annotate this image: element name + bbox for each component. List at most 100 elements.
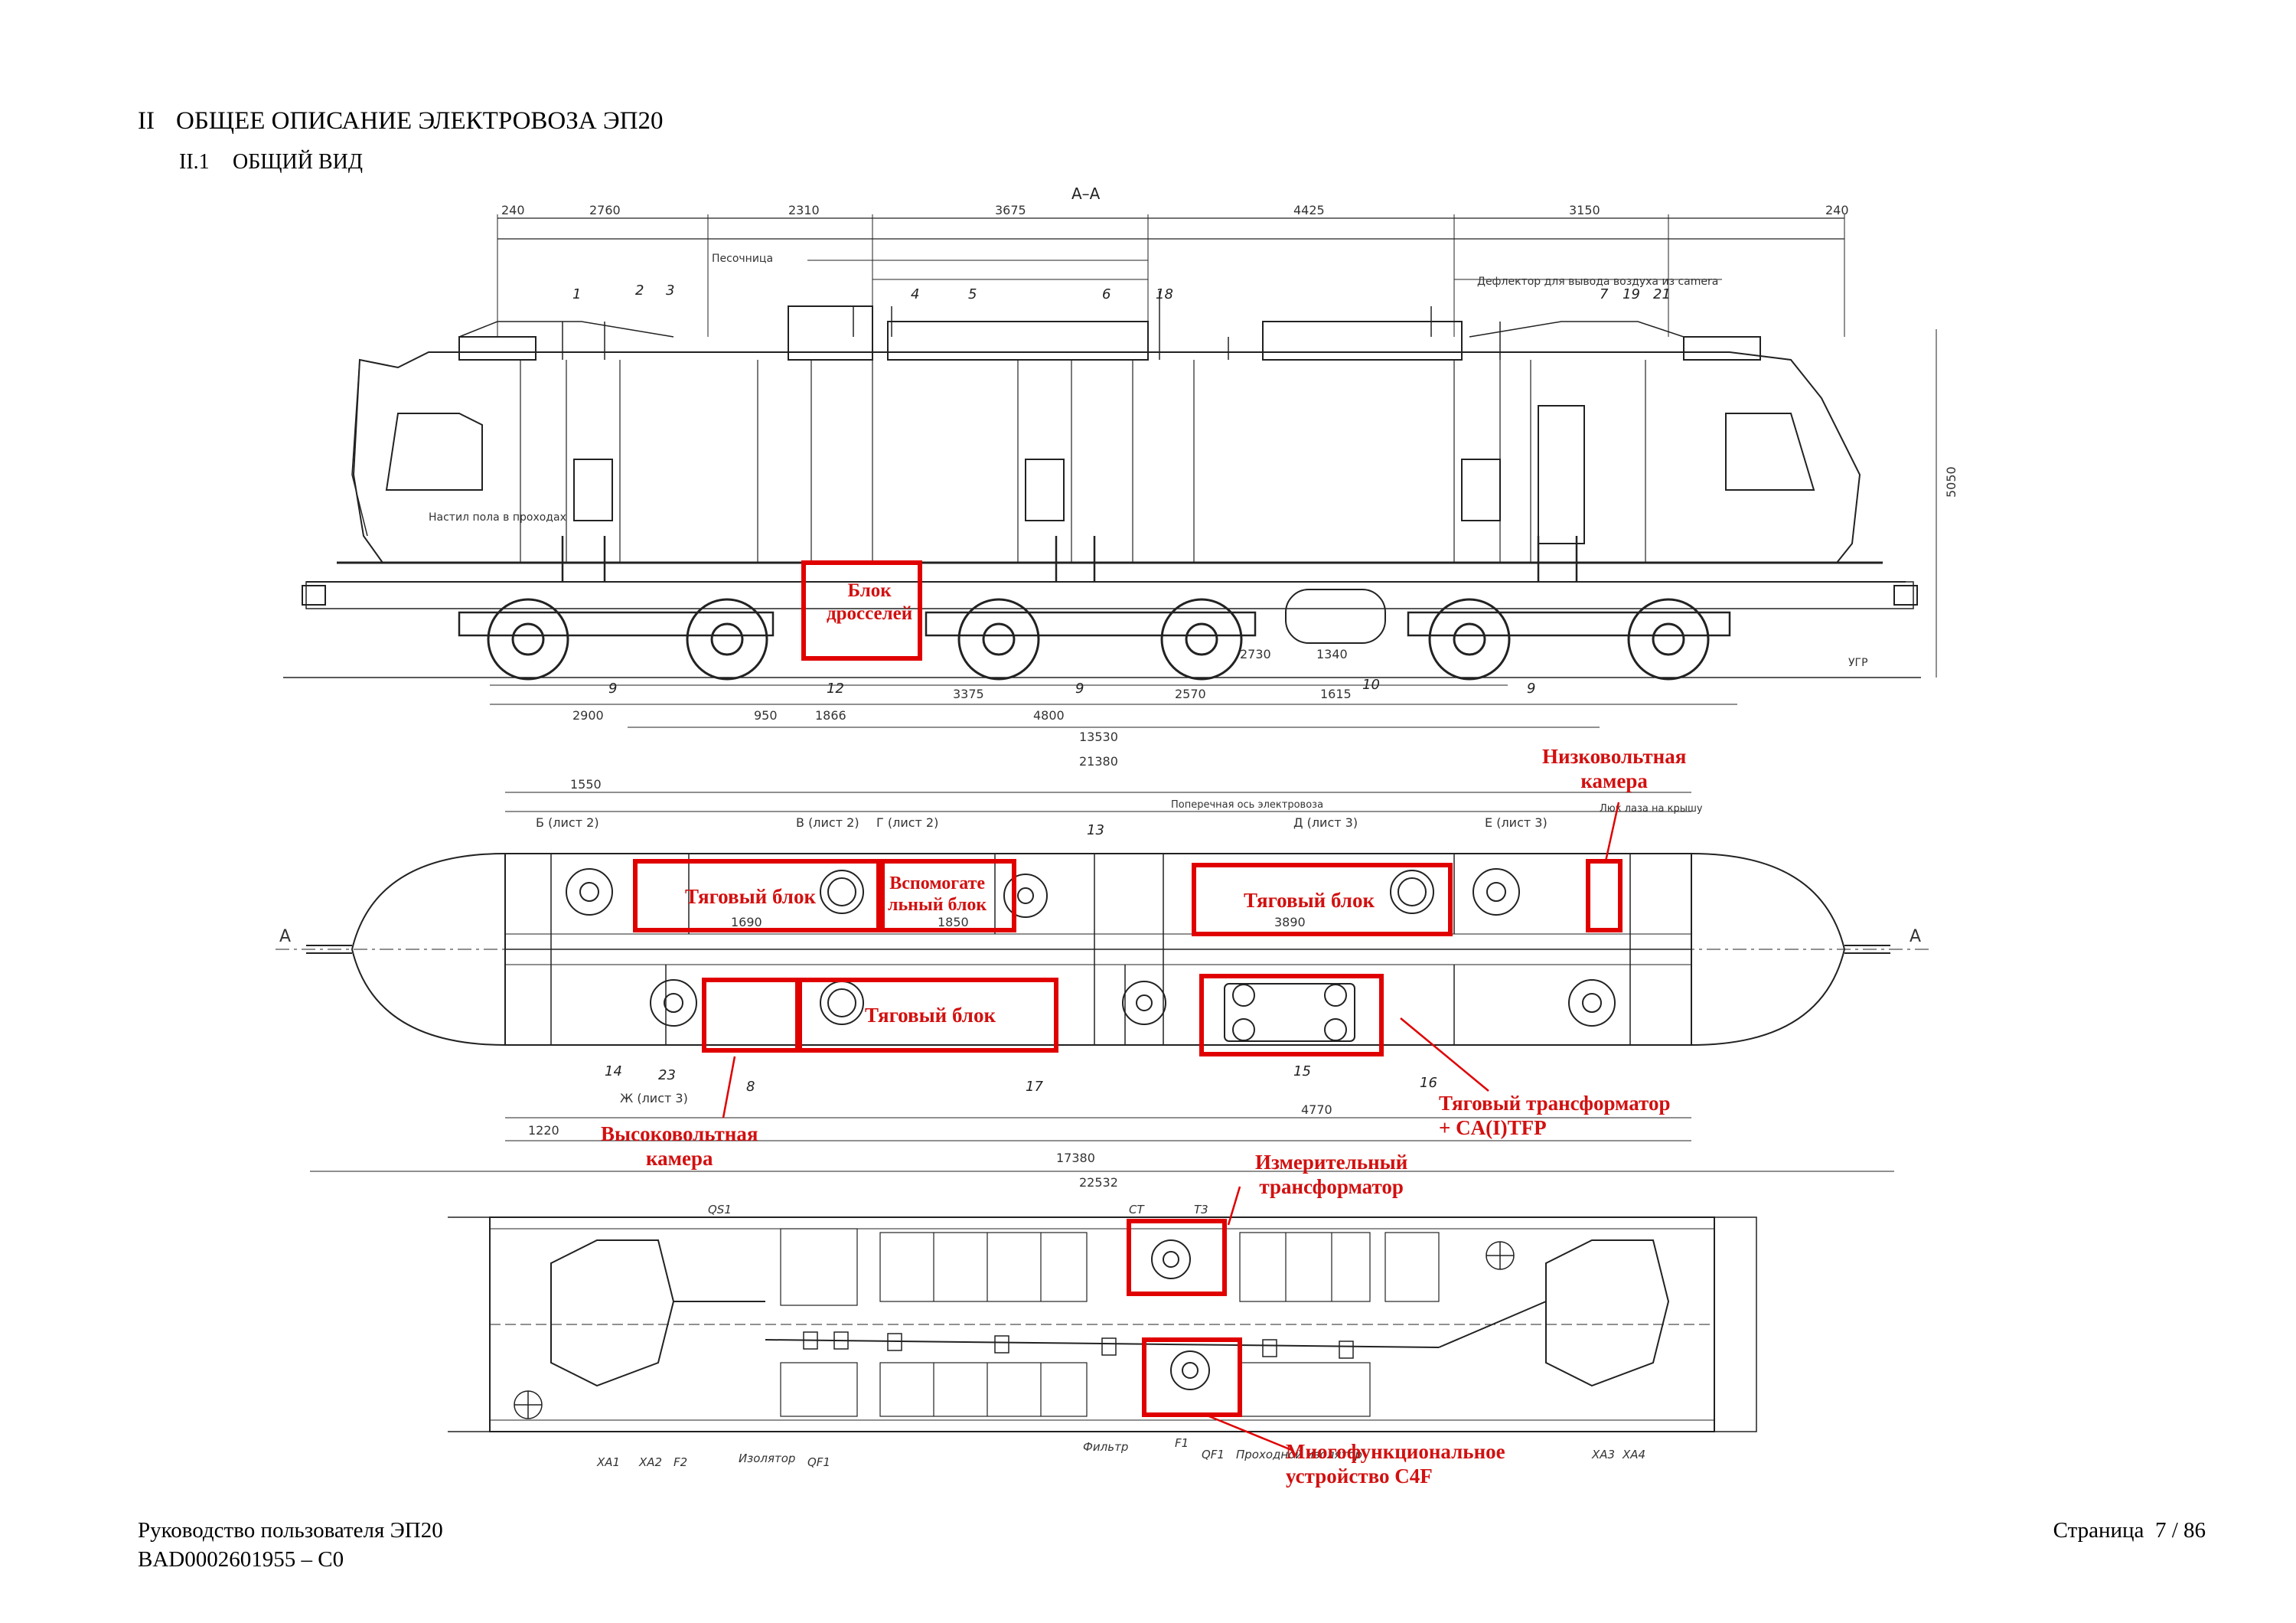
- part-number: 16: [1420, 1075, 1437, 1091]
- note-floor: Настил пола в проходах: [429, 511, 566, 524]
- callout-traction-1: Тяговый блок: [685, 885, 817, 908]
- dim-height: 5050: [1944, 466, 1958, 498]
- note-cross-axis: Поперечная ось электровоза: [1171, 799, 1323, 811]
- roof-view-labels: QS1 XA1 XA2 F2 QF1 CT T3 F1 XA3 XA4 QF1 …: [596, 1203, 1645, 1469]
- view-label-g: Г (лист 2): [876, 815, 938, 830]
- note-hatch: Люк лаза на крышу: [1600, 803, 1703, 815]
- equip-label: XA3: [1591, 1448, 1615, 1461]
- dim-3890: 3890: [1274, 915, 1306, 929]
- part-number: 19: [1623, 286, 1640, 302]
- view-label-b: Б (лист 2): [536, 815, 599, 830]
- equip-label: XA2: [638, 1455, 662, 1469]
- dim-upper-length: 21380: [1079, 754, 1118, 769]
- dim-4770: 4770: [1301, 1102, 1332, 1117]
- roof-view: [448, 1216, 1757, 1432]
- equip-label: QF1: [1202, 1448, 1225, 1461]
- callout-line: камера: [645, 1147, 713, 1170]
- dim-top-2310: 2310: [788, 203, 820, 217]
- callout-line: Высоковольтная: [601, 1122, 758, 1145]
- dim-top-240a: 240: [501, 203, 525, 217]
- callout-line: Низковольтная: [1542, 745, 1687, 768]
- equip-label: QF1: [807, 1455, 830, 1469]
- section-mark: А–А: [1071, 185, 1101, 203]
- footer-right: Страница 7 / 86: [2053, 1516, 2206, 1545]
- footer-left: Руководство пользователя ЭП20 BAD0002601…: [138, 1516, 443, 1574]
- box-high-voltage: [702, 978, 800, 1053]
- part-number: 23: [658, 1067, 676, 1083]
- part-number: 3: [666, 282, 674, 299]
- subsection-number: II.1: [179, 150, 210, 174]
- document-id: BAD0002601955 – C0: [138, 1547, 344, 1572]
- manual-title: Руководство пользователя ЭП20: [138, 1518, 443, 1543]
- view-label-e: Е (лист 3): [1485, 815, 1548, 830]
- callout-high-voltage: Высоковольтная камера: [601, 1122, 758, 1171]
- note-shunt: Проходной изолятор: [1236, 1448, 1362, 1461]
- callout-line: трансформатор: [1259, 1175, 1404, 1198]
- arrow-right-label: А: [1910, 927, 1921, 946]
- highlight-boxes: [633, 560, 1623, 1417]
- callout-traction-2: Тяговый блок: [1244, 889, 1375, 912]
- plan-view-labels: А А Б (лист 2) В (лист 2) Г (лист 2) Д (…: [279, 777, 1921, 1190]
- box-transformer: [1199, 974, 1384, 1056]
- dim-top-4425: 4425: [1293, 203, 1325, 217]
- part-number: 5: [968, 286, 977, 302]
- note-ugr: УГР: [1848, 657, 1868, 669]
- callout-transformer: Тяговый трансформатор + CA(I)TFP: [1439, 1091, 1670, 1140]
- part-number: 10: [1362, 677, 1380, 693]
- equip-label: T3: [1194, 1203, 1208, 1216]
- section-title: ОБЩЕЕ ОПИСАНИЕ ЭЛЕКТРОВОЗА ЭП20: [176, 107, 664, 135]
- equip-label: F2: [673, 1455, 687, 1469]
- callout-line: Вспомогате: [889, 874, 986, 893]
- callout-leaders: [722, 802, 1620, 1452]
- part-number: 4: [911, 286, 919, 302]
- part-number: 9: [608, 681, 617, 697]
- page-number: 7 / 86: [2154, 1518, 2206, 1543]
- part-number: 9: [1527, 681, 1535, 697]
- dim-1690: 1690: [731, 915, 762, 929]
- box-traction-2: [1192, 863, 1453, 936]
- dim-wheelbase: 4800: [1033, 708, 1065, 723]
- part-number: 21: [1653, 286, 1671, 302]
- part-number: 12: [827, 681, 844, 697]
- part-numbers: 1 2 3 4 5 6 7 18 19 21 9 12 9 10 9 13 14…: [572, 282, 1671, 1095]
- dim-total-length: 22532: [1079, 1175, 1118, 1190]
- part-number: 13: [1087, 822, 1104, 838]
- side-view: [283, 214, 1937, 728]
- view-label-d: Д (лист 3): [1293, 815, 1358, 830]
- dim-bogie-base: 13530: [1079, 730, 1118, 744]
- equip-label: CT: [1129, 1203, 1145, 1216]
- equip-label: QS1: [708, 1203, 732, 1216]
- callout-aux: Вспомогате льный блок: [888, 873, 987, 916]
- callout-line: устройство С4F: [1286, 1465, 1433, 1487]
- dim-1866: 1866: [815, 708, 846, 723]
- dim-1340: 1340: [1316, 647, 1348, 661]
- part-number: 17: [1026, 1079, 1043, 1095]
- callout-line: льный блок: [888, 895, 987, 915]
- page-label: Страница: [2053, 1518, 2144, 1543]
- callout-traction-3: Тяговый блок: [865, 1004, 996, 1027]
- part-number: 8: [746, 1079, 755, 1095]
- dim-2570: 2570: [1175, 687, 1206, 701]
- dim-1220: 1220: [528, 1123, 559, 1138]
- callout-line: Многофункциональное: [1286, 1440, 1505, 1463]
- box-multifunc: [1142, 1337, 1242, 1417]
- dim-top-3150: 3150: [1569, 203, 1600, 217]
- equip-label: F1: [1175, 1436, 1189, 1450]
- dim-3375: 3375: [953, 687, 984, 701]
- part-number: 6: [1102, 286, 1110, 302]
- box-drossel: [801, 560, 922, 661]
- part-number: 15: [1293, 1063, 1311, 1079]
- part-number: 18: [1156, 286, 1173, 302]
- callout-drossel: Блок дросселей: [827, 580, 912, 625]
- callout-multifunc: Многофункциональное устройство С4F: [1286, 1439, 1505, 1488]
- dim-1550: 1550: [570, 777, 602, 792]
- callout-low-voltage: Низковольтная камера: [1542, 744, 1686, 793]
- callout-measuring: Измерительный трансформатор: [1255, 1150, 1407, 1199]
- dim-950: 950: [754, 708, 778, 723]
- dim-top-3675: 3675: [995, 203, 1026, 217]
- section-number: II: [138, 107, 155, 135]
- callout-line: Измерительный: [1255, 1151, 1408, 1174]
- dim-top-2760: 2760: [589, 203, 621, 217]
